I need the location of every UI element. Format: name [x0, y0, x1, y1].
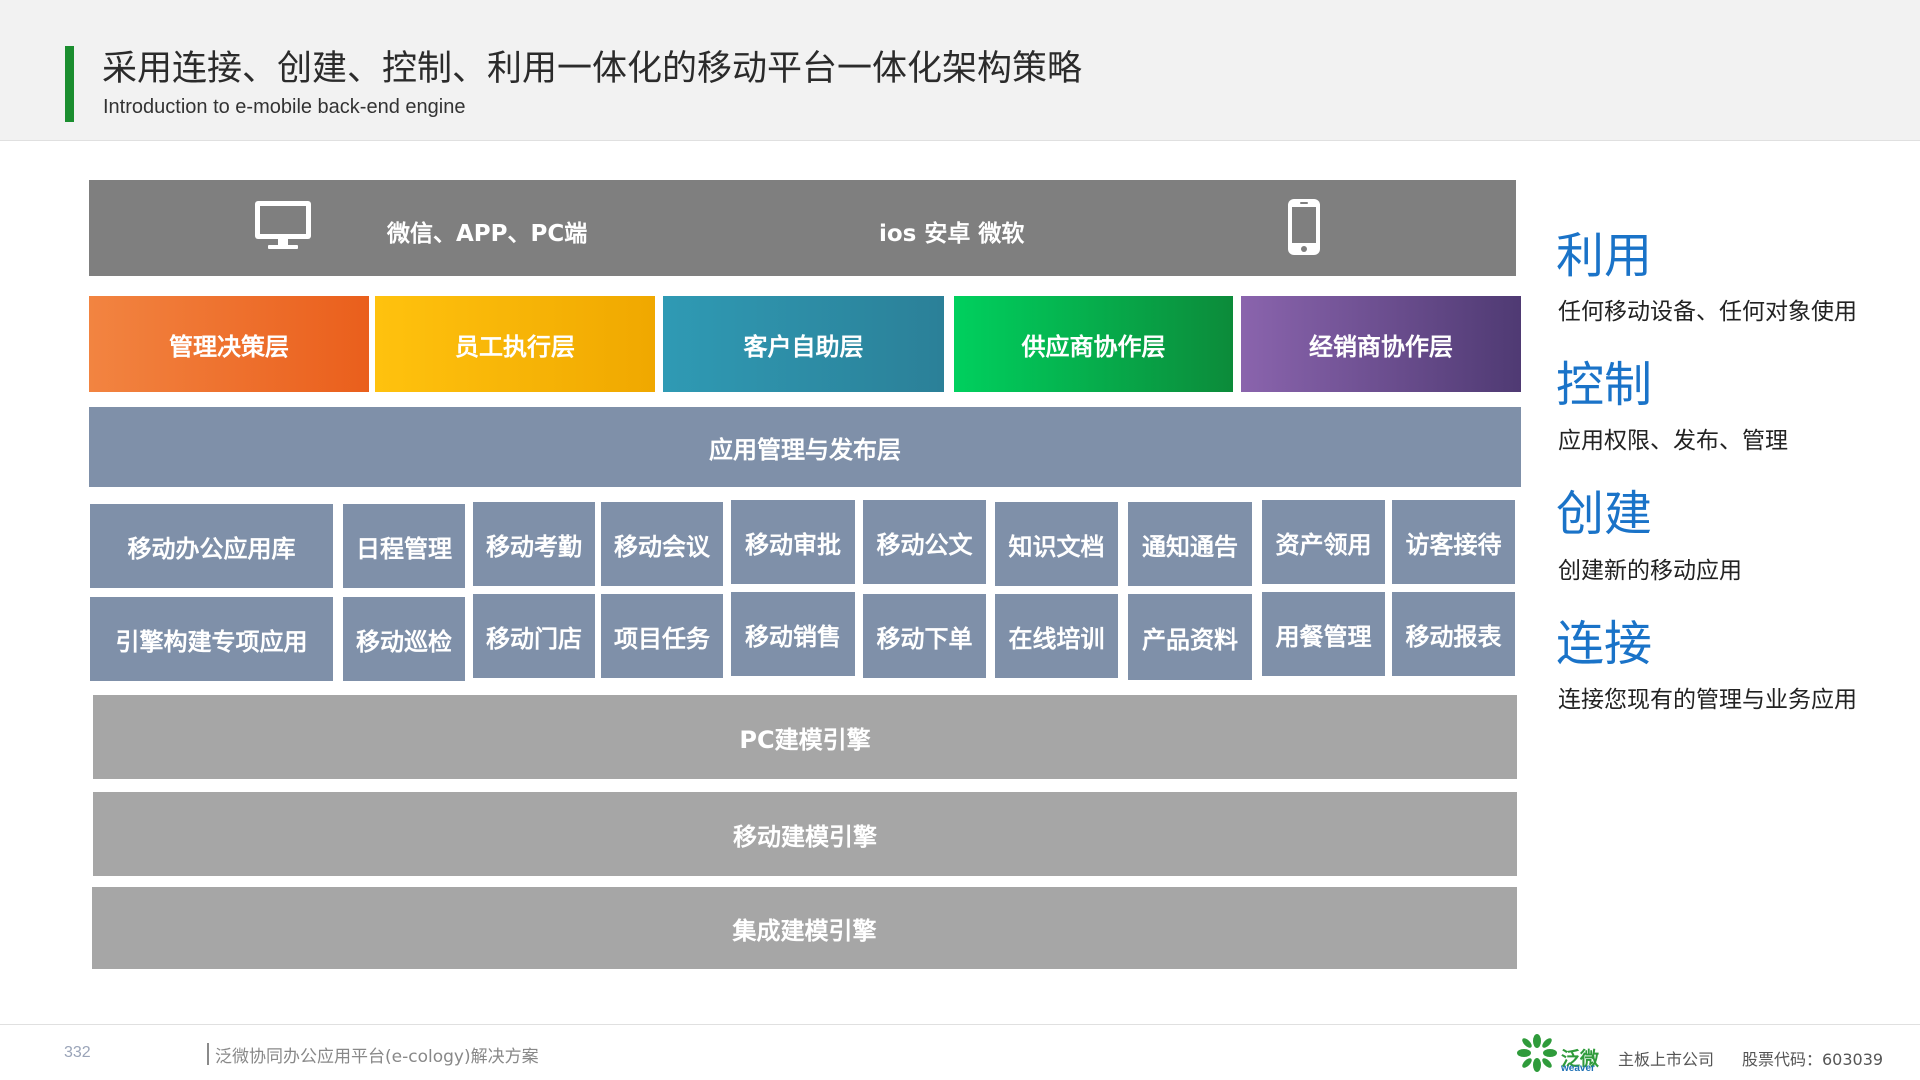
app-cell: 移动下单: [863, 594, 986, 678]
footer-brand: 泛微: [1561, 1048, 1600, 1070]
layer-management-decision: 管理决策层: [89, 296, 369, 392]
sidebar-desc-control: 应用权限、发布、管理: [1558, 428, 1788, 454]
sidebar-heading-control: 控制: [1556, 357, 1653, 413]
sidebar-desc-use: 任何移动设备、任何对象使用: [1558, 299, 1857, 325]
app-cell: 移动门店: [473, 594, 595, 678]
app-cell: 移动公文: [863, 500, 986, 584]
footer-company: 主板上市公司: [1618, 1050, 1715, 1069]
layer-supplier-collaboration: 供应商协作层: [954, 296, 1233, 392]
app-cell: 资产领用: [1262, 500, 1385, 584]
app-cell: 产品资料: [1128, 594, 1252, 680]
app-cell: 移动销售: [731, 592, 855, 676]
page-header: 采用连接、创建、控制、利用一体化的移动平台一体化架构策略 Introductio…: [0, 0, 1920, 141]
app-cell: 项目任务: [601, 594, 723, 678]
engine-mobile-modeling: 移动建模引擎: [93, 792, 1517, 876]
footer-divider: [0, 1024, 1920, 1025]
app-cell: 知识文档: [995, 502, 1118, 586]
engine-integration-modeling: 集成建模引擎: [92, 887, 1517, 969]
app-cell: 在线培训: [995, 594, 1118, 678]
weaver-logo-icon: [1516, 1033, 1558, 1077]
app-cell: 移动办公应用库: [90, 504, 333, 588]
device-platforms: ios 安卓 微软: [879, 221, 1025, 247]
app-cell: 日程管理: [343, 504, 465, 588]
sidebar-desc-create: 创建新的移动应用: [1558, 558, 1742, 584]
sidebar-heading-use: 利用: [1556, 228, 1653, 284]
device-channels: 微信、APP、PC端: [387, 221, 588, 247]
sidebar-heading-create: 创建: [1556, 486, 1653, 542]
app-cell: 移动考勤: [473, 502, 595, 586]
app-cell: 通知通告: [1128, 502, 1252, 586]
engine-pc-modeling: PC建模引擎: [93, 695, 1517, 779]
page-subtitle: Introduction to e-mobile back-end engine: [103, 96, 466, 118]
app-cell: 用餐管理: [1262, 592, 1385, 676]
layer-dealer-collaboration: 经销商协作层: [1241, 296, 1521, 392]
layer-employee-execution: 员工执行层: [375, 296, 655, 392]
footer-solution-text: 泛微协同办公应用平台(e-cology)解决方案: [215, 1047, 539, 1067]
footer-separator: [207, 1043, 209, 1065]
app-cell: 移动报表: [1392, 592, 1515, 676]
app-cell: 访客接待: [1392, 500, 1515, 584]
layer-customer-selfservice: 客户自助层: [663, 296, 944, 392]
header-accent-bar: [65, 46, 74, 122]
app-cell: 引擎构建专项应用: [90, 597, 333, 681]
app-cell: 移动会议: [601, 502, 723, 586]
monitor-icon: [254, 200, 312, 256]
app-cell: 移动审批: [731, 500, 855, 584]
page-title: 采用连接、创建、控制、利用一体化的移动平台一体化架构策略: [102, 49, 1083, 89]
mobile-phone-icon: [1287, 198, 1321, 260]
sidebar-desc-connect: 连接您现有的管理与业务应用: [1558, 687, 1857, 713]
footer-brand-en: weaver: [1561, 1063, 1595, 1074]
app-cell: 移动巡检: [343, 597, 465, 681]
app-management-layer: 应用管理与发布层: [89, 407, 1521, 487]
footer-stock-code: 股票代码：603039: [1742, 1050, 1884, 1069]
page-number: 332: [64, 1044, 91, 1061]
sidebar-heading-connect: 连接: [1556, 616, 1653, 672]
device-bar: 微信、APP、PC端 ios 安卓 微软: [89, 180, 1516, 276]
